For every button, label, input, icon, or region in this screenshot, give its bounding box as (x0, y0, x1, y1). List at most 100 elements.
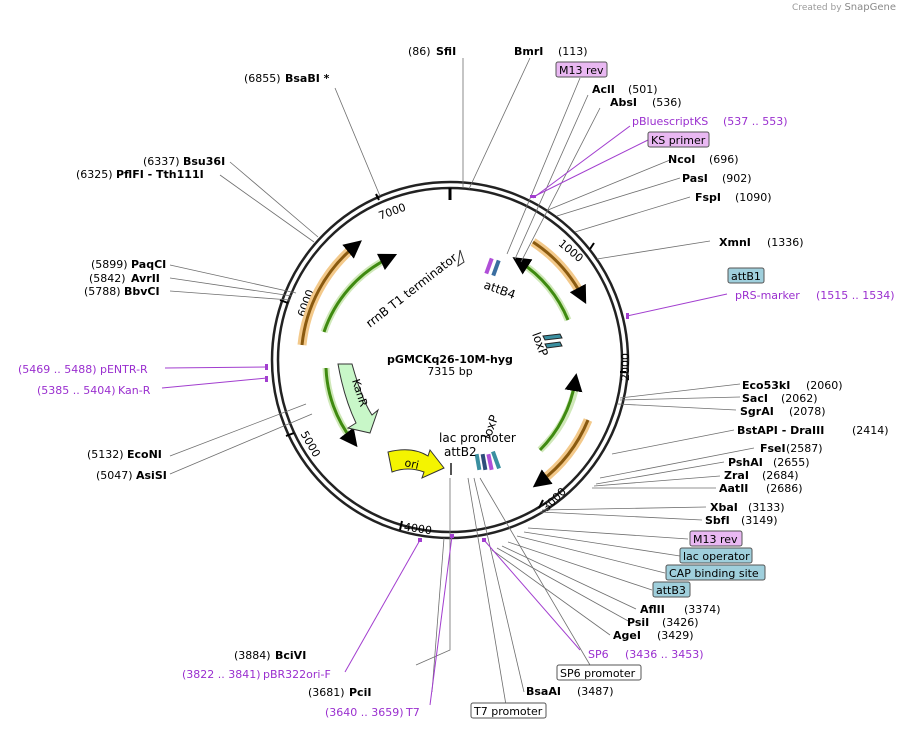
plasmid-length: 7315 bp (427, 365, 472, 378)
rrnb-terminator-shape (457, 249, 465, 268)
site-pos-psii: (3426) (662, 616, 699, 629)
plasmid-name: pGMCKq26-10M-hyg (387, 353, 513, 366)
site-pos-bsaai: (3487) (577, 685, 614, 698)
box-m13-rev-top: M13 rev (559, 64, 604, 77)
tick-label-2000: 2000 (619, 353, 632, 381)
site-pos-asisi: (5047) (96, 469, 133, 482)
site-pos-econi: (5132) (87, 448, 124, 461)
site-name-zrai: ZraI (724, 469, 749, 482)
site-pos-acli: (501) (628, 83, 658, 96)
site-name-saci: SacI (742, 392, 768, 405)
site-pos-eco53ki: (2060) (806, 379, 843, 392)
snapgene-credit: Created by SnapGene (792, 2, 896, 13)
site-name-bsu36i: Bsu36I (183, 155, 225, 168)
primer-range-kan-r: (5385 .. 5404) (37, 384, 116, 397)
box-m13-rev-bottom: M13 rev (693, 533, 738, 546)
box-ks-primer: KS primer (651, 134, 706, 147)
site-name-aflii: AflII (640, 603, 665, 616)
site-name-bbvci: BbvCI (124, 285, 160, 298)
primer-labels: pBluescriptKS (537 .. 553) pRS-marker (1… (18, 115, 895, 719)
attb4-mark-a (484, 257, 494, 275)
site-pos-aatii: (2686) (766, 482, 803, 495)
site-name-asisi: AsiSI (136, 469, 167, 482)
primer-name-kan-r: Kan-R (118, 384, 151, 397)
site-pos-agei: (3429) (657, 629, 694, 642)
leader-lines (169, 57, 755, 706)
primer-name-prs-marker: pRS-marker (735, 289, 800, 302)
site-pos-bmri: (113) (558, 45, 588, 58)
boxed-labels: M13 rev KS primer attB1 M13 rev lac oper… (470, 61, 766, 719)
tick-label-7000: 7000 (377, 201, 408, 223)
ori-label: ori (403, 456, 420, 472)
credit-prefix: Created by (792, 3, 842, 13)
tick-label-4000: 4000 (403, 521, 433, 538)
site-name-bsabi: BsaBI * (285, 72, 330, 85)
site-pos-avrii: (5842) (89, 272, 126, 285)
box-lac-operator: lac operator (683, 550, 750, 563)
loxp-upper-shape (542, 333, 563, 341)
site-pos-sgrai: (2078) (789, 405, 826, 418)
site-pos-pflfi: (6325) (76, 168, 113, 181)
site-pos-absi: (536) (652, 96, 682, 109)
lac-promoter-label: lac promoter (439, 431, 516, 445)
green-arc-upper-right (512, 257, 570, 321)
site-pos-bstapi: (2414) (852, 424, 889, 437)
primer-range-pbluescriptks: (537 .. 553) (723, 115, 788, 128)
primer-marks (265, 195, 629, 542)
snapgene-brand: SnapGene (844, 2, 896, 13)
primer-range-pentr-r: (5469 .. 5488) (18, 363, 97, 376)
primer-name-pbr322ori-f: pBR322ori-F (263, 668, 331, 681)
site-pos-pcii: (3681) (308, 686, 345, 699)
site-pos-bcivi: (3884) (234, 649, 271, 662)
primer-leaders (161, 125, 728, 706)
feature-arcs (297, 238, 593, 488)
green-arc-left (322, 253, 398, 333)
site-name-fsei: FseI (760, 442, 786, 455)
box-attb3: attB3 (656, 584, 686, 597)
primer-name-pbluescriptks: pBluescriptKS (632, 115, 708, 128)
site-name-pshai: PshAI (728, 456, 763, 469)
attb4-label: attB4 (482, 278, 517, 302)
loxp-upper-label: loxP (529, 330, 551, 358)
site-name-pflfi: PflFI - Tth111I (116, 168, 204, 181)
orange-arc-upper-right (532, 240, 587, 304)
site-name-aatii: AatII (719, 482, 748, 495)
site-name-ncoi: NcoI (668, 153, 695, 166)
site-pos-ncoi: (696) (709, 153, 739, 166)
primer-range-pbr322ori-f: (3822 .. 3841) (182, 668, 261, 681)
site-name-fspi: FspI (695, 191, 721, 204)
primer-name-pentr-r: pENTR-R (100, 363, 148, 376)
site-pos-pshai: (2655) (773, 456, 810, 469)
site-pos-xmni: (1336) (767, 236, 804, 249)
orange-arc-lower-right (532, 419, 590, 488)
attb4-mark-b (491, 259, 501, 277)
green-arc-lower-left (324, 367, 358, 448)
site-name-sbfi: SbfI (705, 514, 730, 527)
site-name-sgrai: SgrAI (740, 405, 774, 418)
box-cap-binding-site: CAP binding site (669, 567, 759, 580)
attb2-label: attB2 (444, 445, 477, 459)
site-pos-xbai: (3133) (748, 501, 785, 514)
kanr-arrow (337, 363, 380, 434)
site-name-absi: AbsI (610, 96, 637, 109)
orange-arc-left (300, 240, 362, 346)
site-name-pcii: PciI (349, 686, 371, 699)
box-t7-promoter: T7 promoter (473, 705, 543, 718)
primer-range-sp6: (3436 .. 3453) (625, 648, 704, 661)
site-name-pasi: PasI (682, 172, 708, 185)
site-labels: (86) SfiI BmrI (113) AclI (501) AbsI (53… (76, 45, 889, 699)
site-name-econi: EcoNI (127, 448, 162, 461)
site-pos-bsabi: (6855) (244, 72, 281, 85)
site-pos-sbfi: (3149) (741, 514, 778, 527)
ori-arrow (387, 448, 445, 479)
site-name-xbai: XbaI (710, 501, 738, 514)
site-pos-zrai: (2684) (762, 469, 799, 482)
site-pos-pasi: (902) (722, 172, 752, 185)
site-name-paqci: PaqCI (131, 258, 166, 271)
box-attb1: attB1 (731, 270, 761, 283)
site-name-bstapi: BstAPI - DraIII (737, 424, 824, 437)
site-name-agei: AgeI (613, 629, 641, 642)
site-name-acli: AclI (592, 83, 615, 96)
site-name-eco53ki: Eco53kI (742, 379, 790, 392)
